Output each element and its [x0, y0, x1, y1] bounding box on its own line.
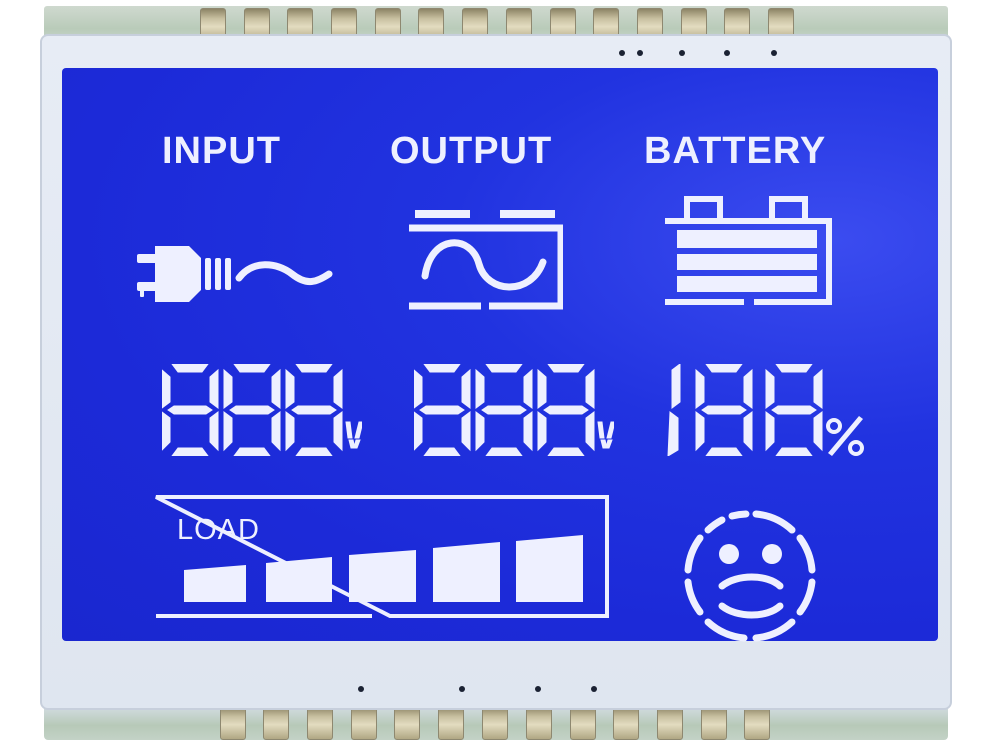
- pin: [613, 706, 639, 740]
- output-label: OUTPUT: [390, 130, 553, 172]
- battery-icon: [665, 196, 832, 305]
- registration-dot: [591, 686, 597, 692]
- registration-dot: [637, 50, 643, 56]
- registration-dot: [679, 50, 685, 56]
- output-voltage-display: [414, 364, 614, 456]
- pin: [220, 706, 246, 740]
- pin: [657, 706, 683, 740]
- sine-wave-box-icon: [409, 210, 563, 310]
- lcd-display-area: INPUT OUTPUT BATTERY: [62, 68, 938, 642]
- battery-percent-display: [667, 364, 864, 456]
- pin: [744, 706, 770, 740]
- registration-dot: [459, 686, 465, 692]
- pin: [263, 706, 289, 740]
- pin: [351, 706, 377, 740]
- load-segment-3: [349, 550, 416, 602]
- load-segment-4: [433, 542, 500, 602]
- pin: [482, 706, 508, 740]
- registration-dot: [724, 50, 730, 56]
- sad-face-icon: [684, 510, 816, 642]
- pin: [307, 706, 333, 740]
- battery-bar: [677, 254, 817, 270]
- load-bar-frame: [155, 495, 609, 618]
- pin: [438, 706, 464, 740]
- power-plug-icon: [137, 246, 333, 302]
- battery-bar: [677, 230, 817, 248]
- battery-bar: [677, 276, 817, 292]
- registration-dot: [358, 686, 364, 692]
- pin: [394, 706, 420, 740]
- input-label: INPUT: [162, 130, 281, 172]
- load-segment-1: [184, 565, 246, 602]
- battery-label: BATTERY: [644, 130, 827, 172]
- pin: [570, 706, 596, 740]
- percent-symbol: [826, 416, 864, 456]
- registration-dot: [771, 50, 777, 56]
- load-segment-5: [516, 535, 583, 602]
- load-segment-2: [266, 557, 332, 602]
- registration-dot: [619, 50, 625, 56]
- registration-dot: [535, 686, 541, 692]
- pin: [701, 706, 727, 740]
- pin: [526, 706, 552, 740]
- input-voltage-display: [162, 364, 362, 456]
- load-label: LOAD: [177, 514, 260, 546]
